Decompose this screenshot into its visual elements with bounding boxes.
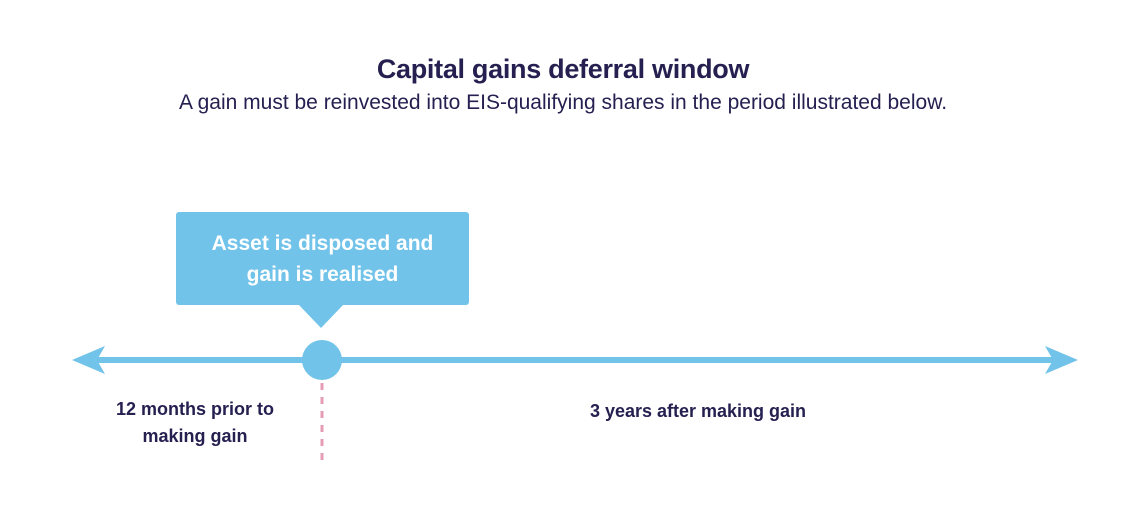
timeline-axis — [72, 340, 1078, 380]
callout-text-line1: Asset is disposed and — [211, 231, 434, 255]
label-after-gain: 3 years after making gain — [589, 401, 807, 421]
label-before-gain: 12 months prior to making gain — [95, 396, 295, 450]
page-title: Capital gains deferral window — [376, 54, 750, 84]
callout-tail — [298, 304, 344, 328]
timeline-arrow-left-icon — [72, 346, 105, 374]
deferral-point-dashed-line — [320, 383, 324, 466]
timeline-marker-dot — [302, 340, 342, 380]
label-before-gain-line2: making gain — [142, 426, 248, 446]
timeline-arrow-right-icon — [1045, 346, 1078, 374]
page-subtitle: A gain must be reinvested into EIS-quali… — [178, 91, 948, 114]
label-before-gain-line1: 12 months prior to — [115, 399, 274, 419]
callout-text-line2: gain is realised — [246, 262, 399, 286]
callout-bubble: Asset is disposed and gain is realised — [176, 212, 469, 305]
